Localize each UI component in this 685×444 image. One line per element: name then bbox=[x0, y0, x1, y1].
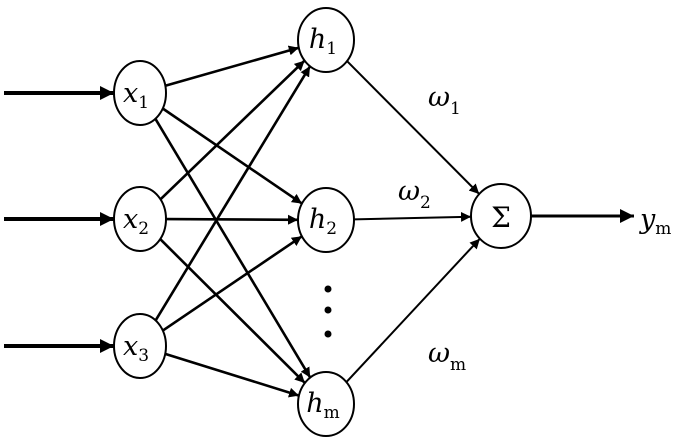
output-symbol: y bbox=[639, 204, 656, 235]
input-node-subscript: 2 bbox=[138, 219, 149, 239]
weight-symbol: ω bbox=[398, 176, 420, 207]
hidden-node-symbol: h bbox=[309, 24, 326, 55]
edge-h1-sum bbox=[346, 60, 480, 195]
input-node-symbol: x bbox=[123, 331, 138, 362]
ellipsis-dots: ⋮ bbox=[0, 0, 332, 338]
hidden-node-symbol: h bbox=[309, 204, 326, 235]
svg-text:h1: h1 bbox=[309, 24, 337, 59]
input-node-x3: x3 bbox=[113, 313, 167, 379]
weight-subscript: 2 bbox=[420, 193, 431, 213]
connection-edges bbox=[4, 45, 634, 398]
input-node-subscript: 3 bbox=[138, 346, 149, 366]
edge-x2-h1 bbox=[159, 59, 306, 201]
edge-h2-sum bbox=[353, 211, 472, 222]
weight-label-wm: ωm bbox=[428, 338, 466, 375]
input-node-subscript: 1 bbox=[138, 93, 149, 113]
input-node-symbol: x bbox=[123, 204, 138, 235]
edge-x3-h2 bbox=[162, 235, 303, 332]
hidden-node-h2: h2 bbox=[297, 187, 355, 253]
weight-symbol: ω bbox=[428, 338, 450, 369]
edge-x3-h1 bbox=[154, 65, 312, 322]
edge-x3-hm bbox=[164, 352, 300, 398]
output-label: ym bbox=[639, 204, 671, 239]
hidden-node-subscript: 2 bbox=[326, 219, 337, 239]
edge-x2-h2 bbox=[165, 214, 299, 225]
input-node-x2: x2 bbox=[113, 186, 167, 252]
weight-subscript: 1 bbox=[450, 99, 461, 119]
svg-text:x2: x2 bbox=[123, 204, 149, 239]
input-node-symbol: x bbox=[123, 78, 138, 109]
edge-x1-h2 bbox=[161, 107, 303, 205]
edge-x1-hm bbox=[154, 118, 312, 379]
nodes: x1 x2 x3 h1 h2 bbox=[113, 7, 532, 437]
sum-symbol: Σ bbox=[491, 201, 511, 234]
hidden-node-symbol: h bbox=[306, 388, 323, 419]
output-subscript: m bbox=[655, 219, 671, 239]
weight-labels: ω1 ω2 ωm bbox=[398, 82, 466, 375]
input-node-x1: x1 bbox=[113, 60, 167, 126]
svg-text:x1: x1 bbox=[123, 78, 149, 113]
hidden-node-subscript: 1 bbox=[326, 39, 337, 59]
weight-label-w1: ω1 bbox=[428, 82, 461, 119]
edge-x2-hm bbox=[159, 238, 306, 384]
hidden-node-h1: h1 bbox=[297, 7, 355, 73]
sum-node: Σ bbox=[470, 183, 532, 249]
hidden-node-hm: hm bbox=[297, 371, 355, 437]
edge-x1-h1 bbox=[164, 45, 300, 88]
hidden-node-subscript: m bbox=[324, 403, 340, 423]
weight-symbol: ω bbox=[428, 82, 450, 113]
ellipsis-text: ⋮ bbox=[0, 0, 1, 1]
weight-subscript: m bbox=[450, 355, 466, 375]
weight-label-w2: ω2 bbox=[398, 176, 431, 213]
svg-text:hm: hm bbox=[306, 388, 340, 423]
edge-hm-sum bbox=[345, 238, 481, 383]
svg-text:x3: x3 bbox=[123, 331, 149, 366]
svg-text:h2: h2 bbox=[309, 204, 337, 239]
